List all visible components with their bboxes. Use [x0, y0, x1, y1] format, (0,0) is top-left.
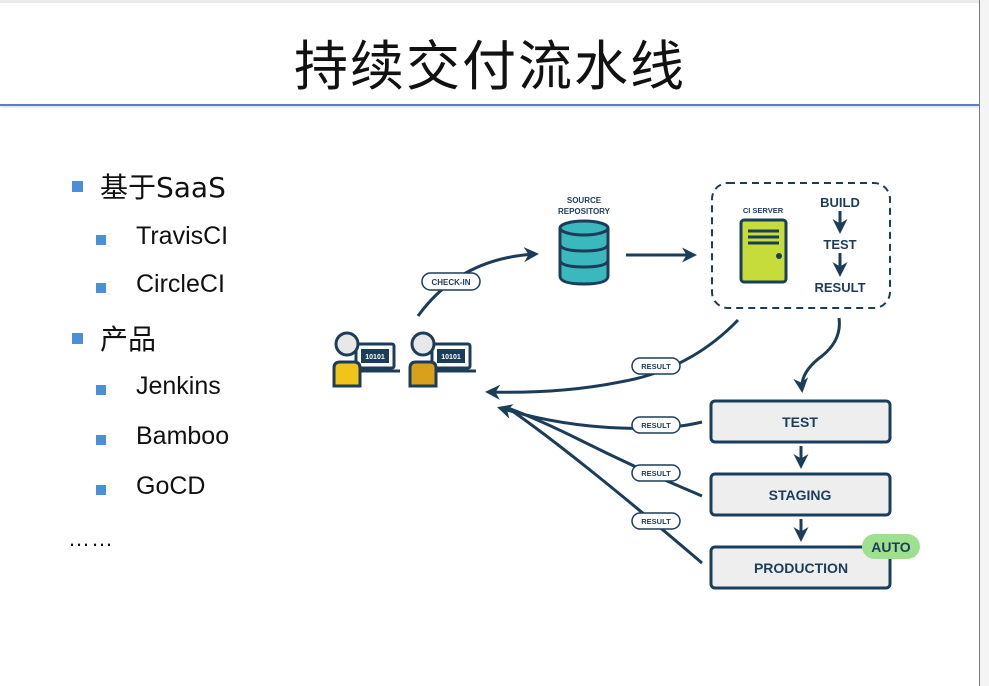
svg-text:PRODUCTION: PRODUCTION	[754, 560, 848, 576]
developer-code: 10101	[441, 354, 461, 361]
stage-staging: STAGING	[709, 472, 892, 517]
bullet-text: 产品	[100, 323, 157, 356]
database-icon	[558, 219, 610, 286]
ci-to-test-arrow	[793, 317, 841, 393]
ci-result-arrow	[485, 318, 740, 400]
staging-result-arrow	[507, 406, 703, 498]
bullet-square-icon	[72, 333, 83, 344]
bullet-text: GoCD	[136, 472, 206, 500]
result-badge: RESULT	[631, 464, 681, 482]
svg-text:RESULT: RESULT	[641, 469, 671, 478]
developer-icon: 10101	[408, 331, 476, 388]
slide-title: 持续交付流水线	[294, 35, 686, 98]
result-badge: RESULT	[631, 357, 681, 375]
bullet-text: Bamboo	[136, 422, 230, 450]
result-badge: RESULT	[631, 512, 681, 530]
svg-text:STAGING: STAGING	[769, 487, 832, 503]
svg-text:TEST: TEST	[782, 414, 818, 430]
top-strip	[0, 0, 980, 3]
result-badge: RESULT	[631, 416, 681, 434]
bullet-text: Jenkins	[136, 372, 221, 400]
bullet-square-icon	[96, 485, 106, 495]
check-in-arrow	[416, 247, 539, 317]
svg-text:CHECK-IN: CHECK-IN	[431, 278, 470, 287]
ci-step-build: BUILD	[820, 195, 860, 210]
bullet-square-icon	[96, 283, 106, 293]
window-edge	[979, 0, 989, 686]
source-repo-label: SOURCE	[567, 196, 602, 205]
stage-production: PRODUCTION	[709, 545, 892, 590]
bullet-square-icon	[72, 181, 83, 192]
stage-test: TEST	[709, 399, 892, 444]
source-repo-label: REPOSITORY	[558, 207, 611, 216]
production-result-arrow	[507, 406, 703, 565]
bullet-square-icon	[96, 235, 106, 245]
bullet-text: CircleCI	[136, 270, 225, 298]
bullet-text: TravisCI	[136, 222, 229, 250]
svg-text:RESULT: RESULT	[641, 421, 671, 430]
ci-server-label: CI SERVER	[743, 206, 784, 215]
svg-text:RESULT: RESULT	[641, 517, 671, 526]
ci-step-test: TEST	[823, 237, 856, 252]
title-divider	[0, 104, 980, 106]
developer-code: 10101	[365, 354, 385, 361]
bullet-square-icon	[96, 435, 106, 445]
ci-step-result: RESULT	[814, 280, 865, 295]
developer-icon: 10101	[332, 331, 400, 388]
svg-text:AUTO: AUTO	[871, 539, 911, 555]
svg-text:RESULT: RESULT	[641, 362, 671, 371]
auto-badge: AUTO	[862, 534, 920, 559]
server-icon	[739, 218, 788, 284]
ci-server-box	[711, 182, 891, 309]
bullet-square-icon	[96, 385, 106, 395]
check-in-badge: CHECK-IN	[421, 272, 481, 291]
ellipsis: ……	[68, 526, 114, 551]
bullet-text: 基于SaaS	[100, 171, 226, 204]
